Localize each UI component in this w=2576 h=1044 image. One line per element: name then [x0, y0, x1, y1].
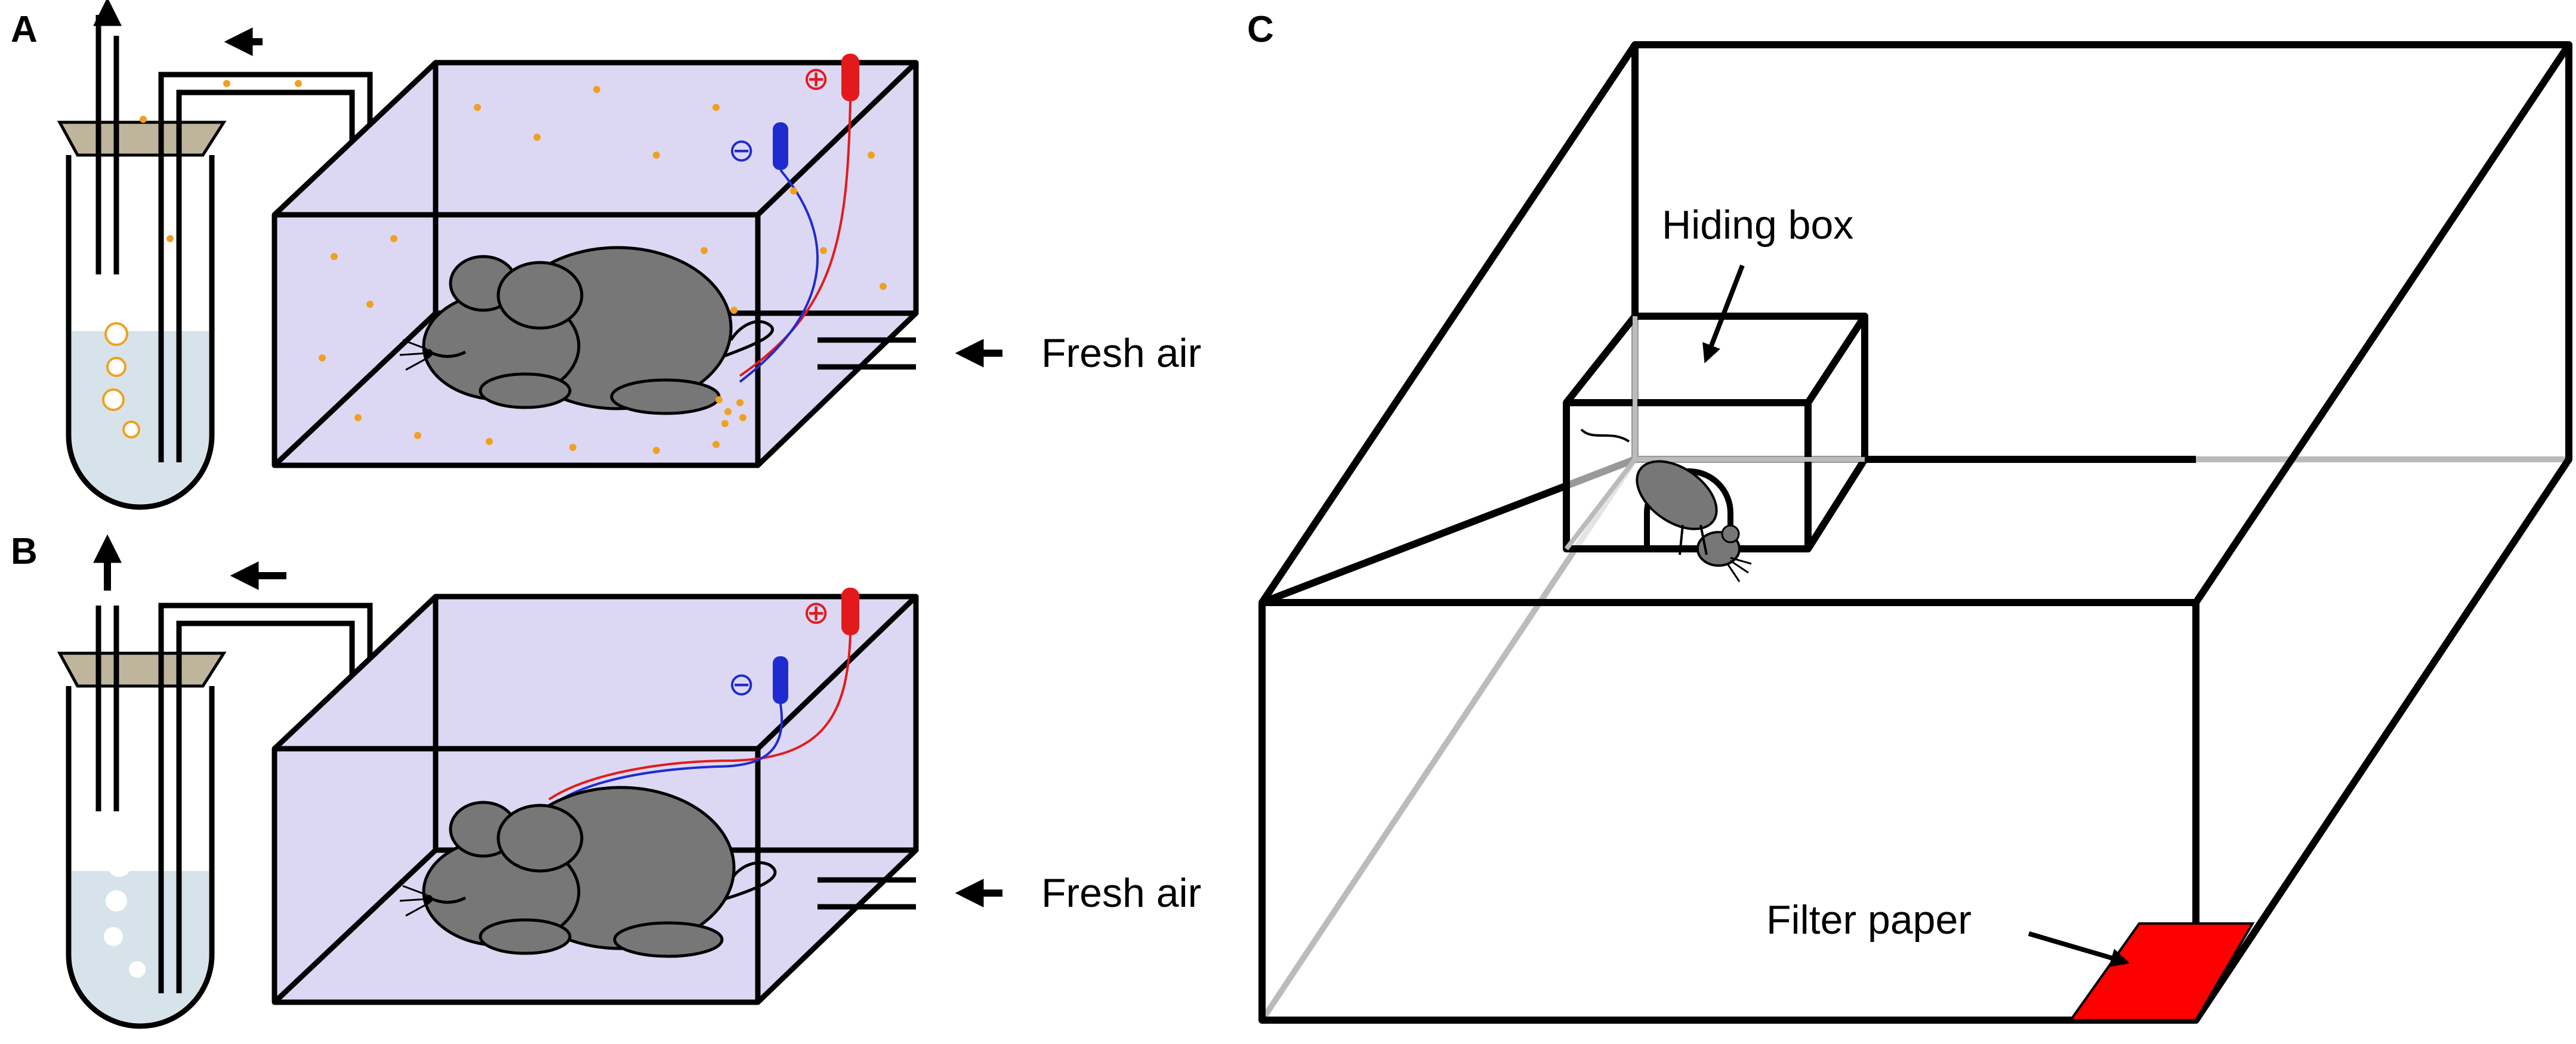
chamber-b: Fresh air — [272, 594, 1201, 1005]
electrode-plus-b — [841, 588, 859, 635]
electrodes-a: ⊕ ⊖ — [728, 54, 859, 383]
fresh-air-label-b: Fresh air — [1041, 870, 1201, 916]
panel-b: B Fresh air ⊕ ⊖ — [11, 531, 1201, 1029]
bubble — [122, 421, 140, 438]
odor-particles-a — [140, 80, 887, 454]
stopper-b — [57, 651, 227, 688]
liquid-b — [72, 871, 209, 1023]
mouse-ear — [496, 261, 584, 330]
fresh-air-label-a: Fresh air — [1041, 331, 1201, 376]
mouse-tail — [718, 861, 777, 903]
hiding-box-arrow — [1702, 264, 1745, 363]
stopper-a — [57, 121, 227, 157]
panel-letter-c: C — [1247, 9, 1274, 50]
electrodes-b: ⊕ ⊖ — [548, 588, 859, 807]
bubble — [102, 388, 125, 411]
bubble — [129, 961, 146, 978]
bubble — [104, 322, 128, 346]
bubble — [106, 357, 127, 377]
rat-body — [1636, 460, 1718, 530]
mouse-paw — [479, 918, 572, 955]
electrode-plus-a — [841, 54, 859, 101]
bubble — [106, 890, 127, 912]
panel-letter-b: B — [11, 531, 38, 572]
open-field-arena — [1258, 41, 2572, 1024]
minus-sign-b: ⊖ — [728, 665, 755, 703]
rat-c — [1580, 428, 1752, 582]
mouse-paw — [479, 372, 572, 409]
bubble — [107, 853, 131, 877]
mouse-b — [399, 786, 777, 958]
electrode-minus-a — [773, 122, 788, 170]
mouse-paw — [613, 921, 724, 958]
mouse-a — [399, 246, 774, 415]
panel-letter-a: A — [11, 9, 38, 50]
rat-tail — [1580, 428, 1630, 443]
hiding-box-label: Hiding box — [1662, 202, 1853, 248]
mouse-tail — [718, 320, 774, 360]
filter-paper — [2068, 922, 2255, 1021]
minus-sign-a: ⊖ — [728, 131, 755, 169]
panel-c: C Hiding box Filter paper — [1247, 9, 2572, 1024]
liquid-a — [72, 331, 209, 504]
panel-a: A Fresh air ⊕ — [11, 0, 1201, 510]
electrode-minus-b — [773, 656, 788, 704]
mouse-paw — [610, 378, 721, 415]
filter-paper-label: Filter paper — [1766, 897, 1972, 943]
bubble — [104, 927, 123, 946]
filter-paper-arrow — [2028, 931, 2130, 968]
plus-sign-a: ⊕ — [803, 60, 829, 97]
mouse-ear — [496, 804, 584, 873]
plus-sign-b: ⊕ — [803, 594, 829, 631]
